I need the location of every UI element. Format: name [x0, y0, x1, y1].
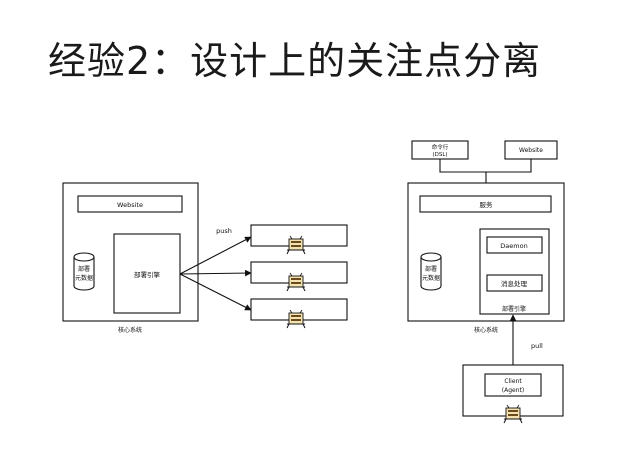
- daemon-box: [486, 236, 543, 254]
- left-deploy-engine-label: 部署引擎: [134, 270, 161, 279]
- server-rack-icon: [286, 272, 306, 292]
- client-agent-box: [484, 373, 542, 397]
- daemon-label: Daemon: [500, 242, 527, 250]
- message-processing-label: 消息处理: [501, 279, 528, 288]
- right-deploy-engine-label: 部署引擎: [502, 305, 526, 313]
- server-rack-icon: [286, 235, 306, 255]
- left-metadata-label-2: 元数据: [75, 274, 93, 282]
- cli-label-2: (DSL): [432, 152, 447, 158]
- left-metadata-label-1: 部署: [78, 265, 90, 273]
- push-arrow-2: [179, 269, 252, 277]
- server-rack-icon: [503, 404, 523, 424]
- push-arrow-1: [179, 236, 252, 275]
- right-website-label: Website: [519, 147, 543, 154]
- right-metadata-label-2: 元数据: [422, 274, 440, 282]
- right-metadata-label-1: 部署: [425, 265, 437, 273]
- left-core-system-label: 核心系统: [118, 326, 142, 334]
- pull-label: pull: [531, 342, 543, 350]
- push-arrow-3: [179, 273, 252, 311]
- push-label: push: [216, 227, 232, 235]
- service-box: [419, 195, 552, 213]
- left-metadata-db: 部署 元数据: [73, 252, 95, 291]
- message-processing-box: [486, 274, 543, 292]
- client-label-1: Client: [504, 378, 522, 385]
- left-website-box: [77, 195, 183, 213]
- left-website-label: Website: [117, 201, 143, 209]
- right-diagram: 命令行 (DSL) Website 核心系统 服务 部署 元数据 Daemon …: [407, 140, 565, 424]
- client-label-2: (Agent): [502, 387, 524, 394]
- left-diagram: 核心系统 Website 部署 元数据 部署引擎 push: [62, 182, 348, 334]
- server-rack-icon: [286, 309, 306, 329]
- page-title: 经验2：设计上的关注点分离: [48, 39, 542, 83]
- cli-label-1: 命令行: [432, 143, 449, 151]
- service-label: 服务: [480, 200, 494, 209]
- right-metadata-db: 部署 元数据: [420, 252, 442, 291]
- input-connector: [439, 159, 532, 173]
- right-core-system-label: 核心系统: [474, 326, 498, 334]
